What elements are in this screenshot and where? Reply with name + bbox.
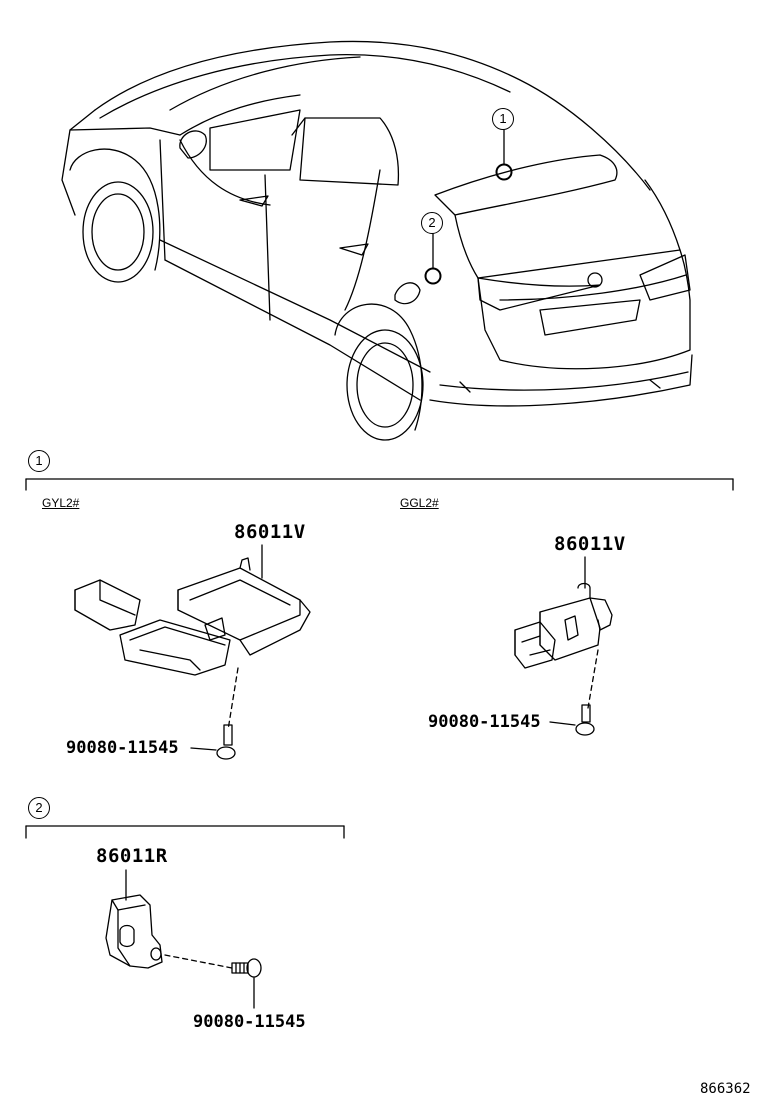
callout-2-vehicle: 2: [421, 212, 443, 234]
part-number-86011r: 86011R: [96, 845, 168, 867]
section2-callout: 2: [28, 797, 50, 819]
part-number-86011v-right: 86011V: [554, 533, 626, 555]
diagram-reference-number: 866362: [700, 1081, 751, 1097]
section1-bracket: [25, 478, 734, 491]
vehicle-illustration: [61, 40, 693, 441]
variant-label-ggl2: GGL2#: [400, 496, 439, 510]
left-sensor-assembly: [74, 544, 311, 760]
bolt-part-number-rear: 90080-11545: [193, 1012, 306, 1032]
section1-callout: 1: [28, 450, 50, 472]
bolt-part-number-left: 90080-11545: [66, 738, 179, 758]
part-number-86011v-left: 86011V: [234, 521, 306, 543]
variant-label-gyl2: GYL2#: [42, 496, 80, 510]
rear-sensor-assembly: [105, 869, 262, 1009]
section2-bracket: [25, 825, 345, 839]
right-sensor-assembly: [514, 556, 613, 736]
bolt-part-number-right: 90080-11545: [428, 712, 541, 732]
callout-1-vehicle: 1: [492, 108, 514, 130]
